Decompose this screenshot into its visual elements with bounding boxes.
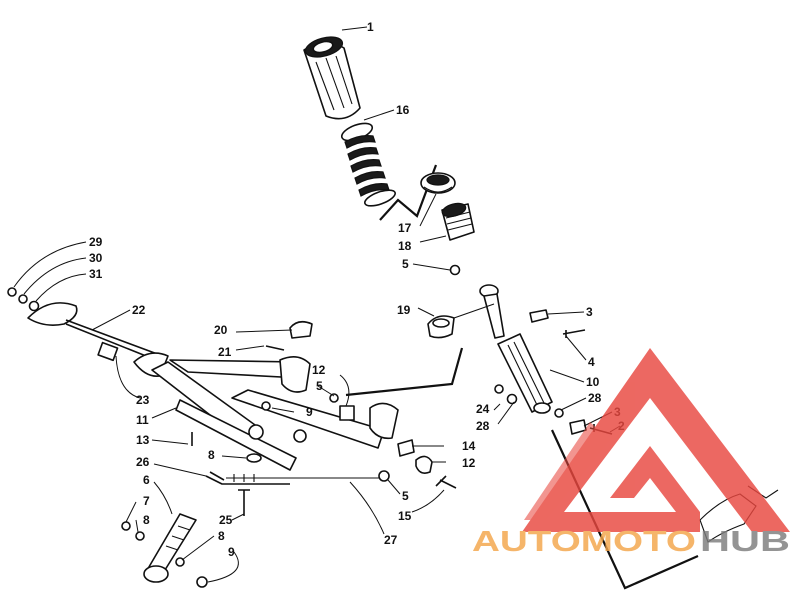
callout-5-lower: 5	[402, 489, 409, 503]
suspension-arm-part-11	[133, 352, 399, 471]
callout-1: 1	[367, 20, 374, 34]
callout-14: 14	[462, 439, 476, 453]
nut-part-5-upper	[449, 264, 461, 276]
bolt-part-15	[435, 475, 457, 489]
washer-part-8-upper	[246, 453, 262, 463]
shock-mount-bracket-part-19	[427, 315, 455, 339]
callout-27: 27	[384, 533, 398, 547]
callout-9-lower: 9	[228, 545, 235, 559]
callout-17: 17	[398, 221, 412, 235]
callout-26: 26	[136, 455, 150, 469]
threaded-rod	[226, 474, 380, 482]
sleeve-part-14	[397, 439, 415, 457]
bracket-part-20	[289, 320, 313, 339]
logo-text-hub: HUB	[700, 526, 790, 558]
callout-21: 21	[218, 345, 232, 359]
bushing-part-12-upper	[339, 405, 355, 421]
callout-18: 18	[398, 239, 412, 253]
shaft-part-22	[65, 319, 161, 361]
callout-25: 25	[219, 513, 233, 527]
callout-5-upper: 5	[402, 257, 409, 271]
bolt-part-26	[205, 471, 290, 485]
callout-28-right: 28	[588, 391, 602, 405]
callout-9-upper: 9	[306, 405, 313, 419]
logo-triangle-left-arm	[524, 422, 610, 520]
automotohub-watermark-logo: AUTOMOTO HUB	[472, 348, 790, 558]
callout-22: 22	[132, 303, 146, 317]
callout-8-upper: 8	[208, 448, 215, 462]
washer-part-28-right	[554, 408, 564, 418]
callout-8-lower: 8	[218, 529, 225, 543]
callout-10: 10	[586, 375, 600, 389]
callout-8-mid: 8	[143, 513, 150, 527]
pin-part-21	[265, 345, 285, 351]
washer-part-29	[7, 287, 17, 297]
washer-part-9-upper	[261, 401, 271, 411]
callout-30: 30	[89, 251, 103, 265]
nut-part-5-lower	[378, 470, 390, 482]
bolt-part-25	[238, 489, 250, 516]
assembly-arrow-mid	[345, 347, 464, 397]
callout-31: 31	[89, 267, 103, 281]
spring-seat-part-17	[420, 172, 456, 194]
callout-13: 13	[136, 433, 150, 447]
spring-adjuster-part-18	[441, 202, 475, 241]
logo-triangle-mark	[522, 348, 790, 532]
callout-3-upper: 3	[586, 305, 593, 319]
nut-part-5-mid	[329, 393, 339, 403]
callout-5-mid: 5	[316, 379, 323, 393]
bushing-part-23	[97, 341, 119, 362]
shock-spring-part-16	[340, 122, 396, 207]
washer-part-30	[18, 294, 28, 304]
washer-part-28-left	[506, 393, 518, 405]
bushing-part-12-lower	[415, 455, 433, 474]
callout-4: 4	[588, 355, 595, 369]
nut-part-24	[494, 384, 504, 394]
callout-20: 20	[214, 323, 228, 337]
callout-15: 15	[398, 509, 412, 523]
callout-12-upper: 12	[312, 363, 326, 377]
callout-16: 16	[396, 103, 410, 117]
callout-6: 6	[143, 473, 150, 487]
callout-24: 24	[476, 402, 490, 416]
link-arm-part-6	[143, 513, 197, 583]
logo-text-automoto: AUTOMOTO	[472, 526, 696, 558]
callout-19: 19	[397, 303, 411, 317]
callout-7: 7	[143, 494, 150, 508]
callout-11: 11	[136, 413, 149, 427]
shock-absorber-part-10	[479, 284, 553, 414]
nut-part-9-lower	[196, 576, 208, 588]
callout-23: 23	[136, 393, 150, 407]
washer-part-31	[28, 300, 40, 312]
washer-part-8-mid	[135, 531, 145, 541]
sleeve-part-3-upper	[529, 309, 549, 323]
shock-boot-part-1	[303, 36, 361, 120]
callout-12-lower: 12	[462, 456, 476, 470]
callout-28-left: 28	[476, 419, 490, 433]
washer-part-7	[121, 521, 131, 531]
callout-29: 29	[89, 235, 103, 249]
cap-plate	[27, 302, 78, 326]
